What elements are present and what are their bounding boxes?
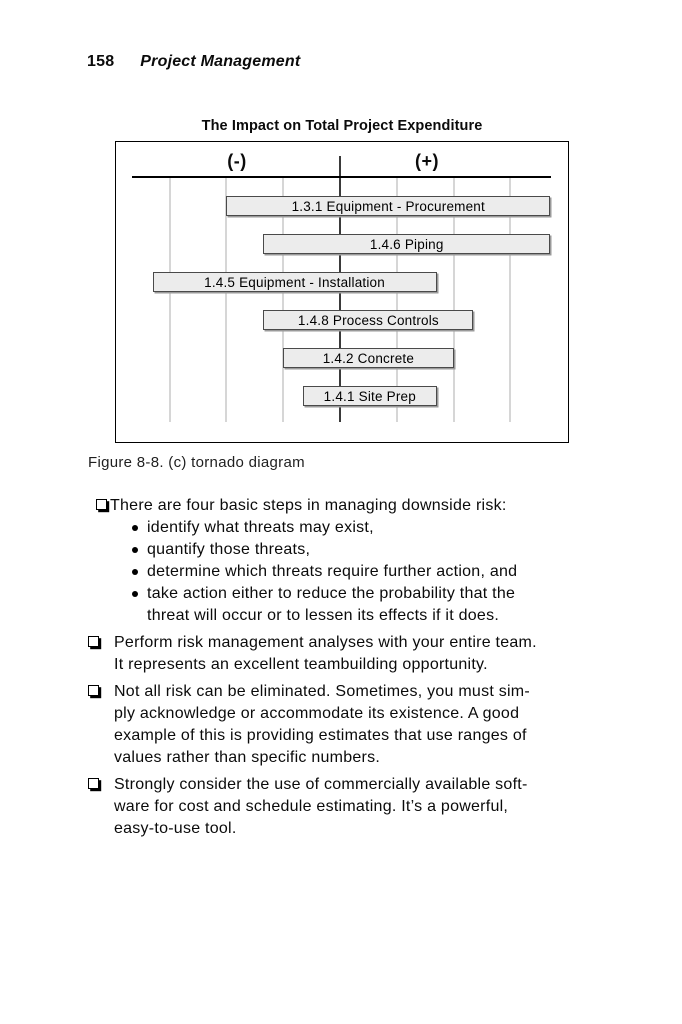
text-line: Perform risk management analyses with yo…: [114, 634, 537, 651]
tornado-bar: 1.4.6 Piping: [263, 234, 551, 254]
text-line: Not all risk can be eliminated. Sometime…: [114, 683, 530, 700]
text-line: easy-to-use tool.: [114, 820, 237, 837]
checkbox-bullet-icon: [88, 685, 99, 696]
list-item: Not all risk can be eliminated. Sometime…: [0, 681, 682, 769]
tornado-bar: 1.4.1 Site Prep: [303, 386, 437, 406]
gridline: [509, 177, 512, 422]
text-line: It represents an excellent teambuilding …: [114, 656, 488, 673]
text-line: take action either to reduce the probabi…: [147, 585, 516, 602]
bullet-list: There are four basic steps in managing d…: [0, 495, 682, 845]
gridline: [225, 177, 228, 422]
axis-label-plus: (+): [415, 151, 439, 171]
bullet-dot-icon: [132, 591, 138, 597]
bullet-dot-icon: [132, 569, 138, 575]
sub-list-item: take action either to reduce the probabi…: [110, 583, 622, 627]
sub-list-item: identify what threats may exist,: [110, 517, 622, 539]
text-line: identify what threats may exist,: [147, 519, 374, 536]
gridline: [282, 177, 285, 422]
page-header: 158 Project Management: [87, 53, 300, 71]
horizontal-axis: [132, 176, 551, 178]
figure-title: The Impact on Total Project Expenditure: [201, 118, 483, 134]
text-line: determine which threats require further …: [147, 563, 518, 580]
bullet-dot-icon: [132, 525, 138, 531]
list-item: Perform risk management analyses with yo…: [0, 632, 682, 676]
text-line: example of this is providing estimates t…: [114, 727, 527, 744]
tornado-bar: 1.4.2 Concrete: [283, 348, 454, 368]
tornado-bar: 1.3.1 Equipment - Procurement: [226, 196, 551, 216]
sub-list-item: determine which threats require further …: [110, 561, 622, 583]
list-item: There are four basic steps in managing d…: [0, 495, 682, 627]
text-line: Strongly consider the use of commerciall…: [114, 776, 528, 793]
text-line: ply acknowledge or accommodate its exist…: [114, 705, 520, 722]
text-line: There are four basic steps in managing d…: [110, 497, 507, 514]
list-item: Strongly consider the use of commerciall…: [0, 774, 682, 840]
tornado-bar: 1.4.8 Process Controls: [263, 310, 474, 330]
text-line: quantify those threats,: [147, 541, 311, 558]
text-line: threat will occur or to lessen its effec…: [147, 607, 500, 624]
page-number: 158: [87, 53, 115, 70]
tornado-bar: 1.4.5 Equipment - Installation: [152, 272, 437, 292]
checkbox-bullet-icon: [88, 778, 99, 789]
checkbox-bullet-icon: [88, 636, 99, 647]
text-line: values rather than specific numbers.: [114, 749, 381, 766]
axis-label-minus: (-): [227, 151, 247, 171]
bullet-dot-icon: [132, 547, 138, 553]
tornado-diagram: (-) (+) 1.3.1 Equipment - Procurement 1.4.6…: [115, 141, 569, 443]
sub-list-item: quantify those threats,: [110, 539, 622, 561]
gridline: [168, 177, 171, 422]
figure-caption: Figure 8-8. (c) tornado diagram: [88, 454, 305, 471]
page-header-title: Project Management: [140, 53, 301, 70]
checkbox-bullet-icon: [96, 499, 107, 510]
gridline: [395, 177, 398, 422]
text-line: ware for cost and schedule estimating. I…: [114, 798, 509, 815]
gridline: [452, 177, 455, 422]
